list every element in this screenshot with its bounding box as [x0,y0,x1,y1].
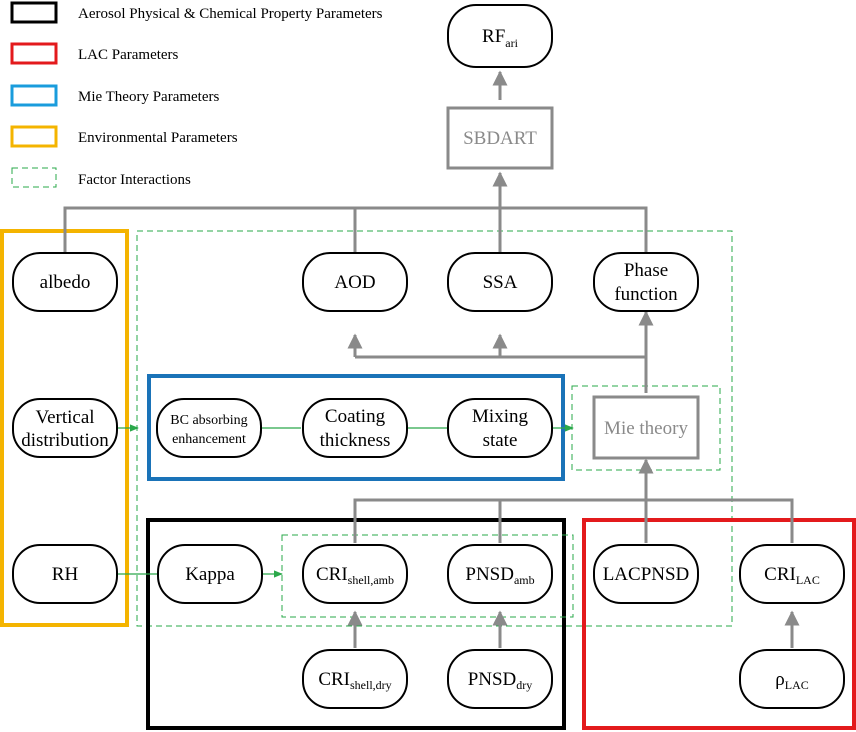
svg-text:RFari: RFari [482,26,519,50]
node-cri-lac: CRILAC [739,544,845,604]
cri-shell-amb-sub: shell,amb [348,573,394,587]
sbdart-label: SBDART [463,128,537,149]
coating-thickness-line1: Coating [325,406,386,427]
bc-absorbing-line2: enhancement [172,432,246,447]
albedo-label: albedo [40,272,91,293]
svg-text:CRILAC: CRILAC [764,564,820,587]
node-ssa: SSA [447,252,553,312]
svg-text:ρLAC: ρLAC [775,669,808,692]
node-rf-ari: RFari [447,4,553,68]
node-pnsd-amb: PNSDamb [447,544,553,604]
cri-shell-amb-main: CRI [316,564,348,585]
rf-ari-main: RF [482,26,505,47]
green-connectors [118,424,574,578]
legend-swatch-lac [10,42,58,65]
node-cri-shell-amb: CRIshell,amb [302,544,408,604]
node-sbdart: SBDART [446,106,554,170]
legend-label-interactions: Factor Interactions [78,172,191,188]
node-bc-absorbing: BC absorbing enhancement [156,398,262,458]
legend-swatch-aerosol [10,1,58,24]
lacpnsd-label: LACPNSD [603,564,690,585]
rh-label: RH [52,564,79,585]
vertical-distribution-line1: Vertical [35,407,94,428]
kappa-label: Kappa [185,564,235,585]
node-aod: AOD [302,252,408,312]
lac-group-frame [582,518,856,730]
node-coating-thickness: Coating thickness [302,398,408,458]
pnsd-amb-main: PNSD [465,564,514,585]
legend-swatch-interactions [11,167,57,188]
pnsd-amb-sub: amb [514,573,535,587]
mixing-state-line2: state [483,430,518,451]
node-lacpnsd: LACPNSD [593,544,699,604]
legend-label-mie: Mie Theory Parameters [78,89,220,105]
bc-absorbing-line1: BC absorbing [170,413,247,428]
mixing-state-line1: Mixing [472,406,528,427]
cri-lac-sub: LAC [796,573,820,587]
legend-swatch-environmental [10,125,58,148]
svg-text:PNSDdry: PNSDdry [468,669,533,692]
svg-text:CRIshell,dry: CRIshell,dry [318,669,391,692]
legend: Aerosol Physical & Chemical Property Par… [10,1,383,188]
mie-theory-label: Mie theory [604,418,688,439]
aod-label: AOD [334,272,375,293]
legend-swatch-mie [10,84,58,107]
svg-text:PNSDamb: PNSDamb [465,564,534,587]
node-phase-function: Phase function [593,252,699,312]
coating-thickness-line2: thickness [320,430,391,451]
cri-lac-main: CRI [764,564,796,585]
cri-shell-dry-sub: shell,dry [350,678,392,692]
legend-label-environmental: Environmental Parameters [78,130,238,146]
node-rho-lac: ρLAC [739,649,845,709]
node-rh: RH [12,544,118,604]
node-kappa: Kappa [157,544,263,604]
node-pnsd-dry: PNSDdry [447,649,553,709]
rho-lac-main: ρ [775,669,784,690]
rho-lac-sub: LAC [785,678,809,692]
phase-function-line1: Phase [624,260,668,281]
ssa-label: SSA [483,272,518,293]
node-mixing-state: Mixing state [447,398,553,458]
legend-label-lac: LAC Parameters [78,47,179,63]
node-cri-shell-dry: CRIshell,dry [302,649,408,709]
rf-ari-sub: ari [505,36,518,50]
pnsd-dry-main: PNSD [468,669,517,690]
node-albedo: albedo [12,252,118,312]
phase-function-line2: function [614,284,678,305]
node-mie-theory: Mie theory [592,395,700,460]
pnsd-dry-sub: dry [516,678,532,692]
gray-connectors [63,70,800,648]
legend-label-aerosol: Aerosol Physical & Chemical Property Par… [78,6,383,22]
svg-text:CRIshell,amb: CRIshell,amb [316,564,394,587]
node-vertical-distribution: Vertical distribution [12,398,118,458]
vertical-distribution-line2: distribution [21,430,109,451]
cri-shell-dry-main: CRI [318,669,350,690]
